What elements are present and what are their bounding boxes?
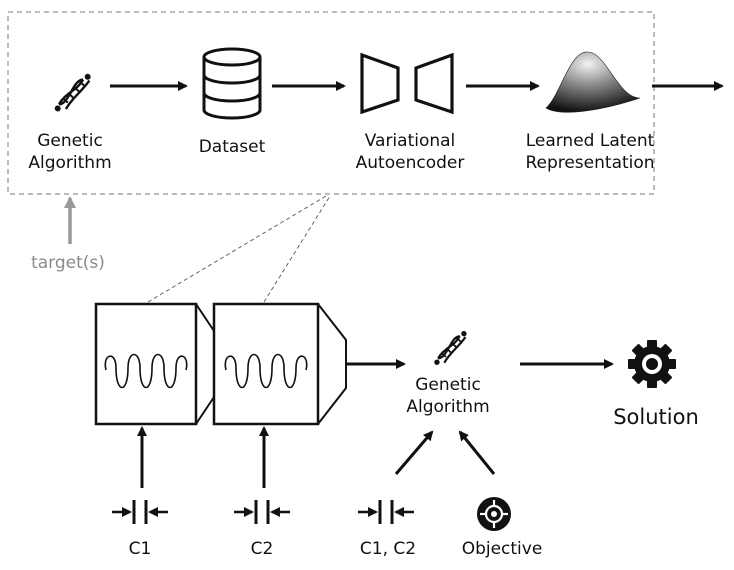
arrow-c1c2-up bbox=[394, 430, 434, 475]
autoencoder-icon bbox=[360, 52, 454, 115]
coil-module-1 bbox=[94, 302, 217, 426]
ga-top-label-line1: Genetic bbox=[37, 131, 103, 151]
arrow-objective-up bbox=[458, 430, 496, 475]
target-icon bbox=[477, 497, 511, 531]
zoom-line-right bbox=[263, 195, 331, 303]
capacitor-gap-icon bbox=[234, 500, 290, 524]
database-icon bbox=[202, 47, 262, 120]
capacitor-gap-icon bbox=[358, 500, 414, 524]
input-label-c2: C2 bbox=[250, 539, 274, 559]
capacitor-gap-icon bbox=[112, 500, 168, 524]
latent-label-line1: Learned Latent bbox=[525, 131, 655, 151]
surface-icon bbox=[545, 51, 641, 113]
ga-bottom-label-line1: Genetic bbox=[415, 375, 481, 395]
dna-icon bbox=[428, 329, 473, 367]
zoom-line-left bbox=[147, 195, 327, 303]
input-label-objective: Objective bbox=[461, 539, 543, 559]
coil-module-2 bbox=[212, 302, 347, 426]
ga-top-label-line2: Algorithm bbox=[28, 153, 112, 173]
latent-label-line2: Representation bbox=[525, 153, 655, 173]
input-label-c1: C1 bbox=[128, 539, 152, 559]
latent-label: Learned Latent Representation bbox=[525, 130, 654, 174]
gear-icon bbox=[628, 340, 676, 388]
vae-label: Variational Autoencoder bbox=[356, 130, 465, 174]
target-label: target(s) bbox=[31, 253, 105, 273]
ga-bottom-label-line2: Algorithm bbox=[406, 397, 490, 417]
ga-bottom-label: Genetic Algorithm bbox=[406, 374, 489, 418]
vae-label-line2: Autoencoder bbox=[355, 153, 465, 173]
ga-top-label: Genetic Algorithm bbox=[28, 130, 111, 174]
vae-label-line1: Variational bbox=[364, 131, 456, 151]
solution-label: Solution bbox=[613, 405, 699, 429]
dna-icon bbox=[48, 72, 97, 114]
dataset-label: Dataset bbox=[198, 137, 266, 157]
input-label-c1c2: C1, C2 bbox=[359, 539, 417, 559]
